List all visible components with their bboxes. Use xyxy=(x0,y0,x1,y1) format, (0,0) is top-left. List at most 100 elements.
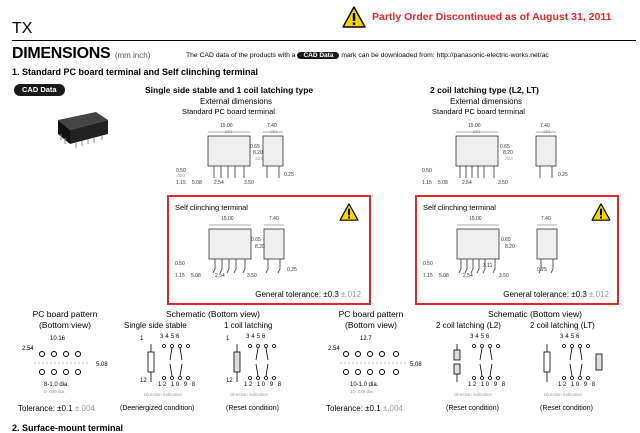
pcb-hole-dia: 8-1.0 dia. xyxy=(44,382,70,388)
r-dim-508: 5.08 xyxy=(438,180,448,186)
r-dim-025: 0.25 xyxy=(558,172,568,178)
self-clinch-box-right: Self clinching terminal 15.00 7.40 0.65 … xyxy=(415,195,619,305)
pcb-holes-right xyxy=(340,351,406,375)
general-tolerance: General tolerance: ±0.3 ±.012 xyxy=(503,290,609,299)
sc-dim-350: 3.50 xyxy=(247,273,257,279)
sc-dim-820: 8.20 xyxy=(255,244,265,250)
sc-dim-254: 2.54 xyxy=(215,273,225,279)
r-dim-height: 7.40 xyxy=(540,123,550,129)
schematic-right-title: Schematic (Bottom view) xyxy=(488,309,582,319)
rsc-dim-width: 15.00 xyxy=(469,216,482,222)
dim-115: 1.15 xyxy=(176,180,186,186)
std-drawing-right: 15.00 .591 7.40 .291 0.65 8.20 .323 0.50… xyxy=(418,122,568,190)
reset-caption-left: (Reset condition) xyxy=(226,405,279,412)
rsc-dim-820: 8.20 xyxy=(505,244,515,250)
dim-height: 7.40 xyxy=(267,123,277,129)
sc-dim-115: 1.15 xyxy=(175,273,185,279)
relay-photo xyxy=(58,112,108,148)
single-side-label: Single side stable xyxy=(124,321,187,330)
sc-dim-width: 15.00 xyxy=(221,216,234,222)
pcb-dim-508: 5.08 xyxy=(96,362,108,368)
warning-icon xyxy=(339,203,359,221)
schematic-lt-svg xyxy=(543,344,603,382)
pcb-pattern-right: 12.7 2.54 5.08 10-1.0 dia. 10-.039 dia. xyxy=(326,336,422,396)
r-dim-820: 8.20 xyxy=(503,150,513,156)
pin-1: 1 xyxy=(226,336,230,342)
r-dim-115: 1.15 xyxy=(422,180,432,186)
rsc-dim-115: 1.15 xyxy=(423,273,433,279)
pcb-tolerance-right: Tolerance: ±0.1 ±.004 xyxy=(326,404,403,413)
pins-bottom-row: 12 10 9 8 xyxy=(158,382,197,388)
right-type-title: 2 coil latching type (L2, LT) xyxy=(430,85,539,95)
r-dim-width: 15.00 xyxy=(468,123,481,129)
rsc-dim-508: 5.08 xyxy=(439,273,449,279)
pins-top-row: 3456 xyxy=(160,334,182,340)
pins-bottom-row: 12 10 9 8 xyxy=(468,382,507,388)
direction-indication: Direction indication xyxy=(454,392,493,397)
sc-dim-025: 0.25 xyxy=(287,267,297,273)
pcb-holes-left xyxy=(34,351,90,375)
pins-top-row: 3456 xyxy=(246,334,268,340)
dim-050-in: .020 xyxy=(176,173,185,178)
self-clinch-label: Self clinching terminal xyxy=(175,203,248,212)
dim-820-in: .323 xyxy=(254,156,263,161)
r-dim-350: 3.50 xyxy=(498,180,508,186)
dim-height-in: .291 xyxy=(269,129,278,134)
r-dim-height-in: .291 xyxy=(542,129,551,134)
dim-350: 3.50 xyxy=(244,180,254,186)
schematic-one-coil: 3456 1 12 12 10 9 8 Direction indication xyxy=(226,334,290,400)
section2-title: 2. Surface-mount terminal xyxy=(12,423,124,433)
left-ext-dim: External dimensions xyxy=(200,97,273,106)
direction-indication: Direction indication xyxy=(544,392,583,397)
pcb-dim-254: 2.54 xyxy=(22,346,34,352)
page-title: DIMENSIONS (mm inch) xyxy=(12,45,151,62)
dim-508: 5.08 xyxy=(192,180,202,186)
schematic-one-coil-svg xyxy=(233,344,276,382)
pin-1: 1 xyxy=(140,336,144,342)
reset-caption-lt: (Reset condition) xyxy=(540,405,593,412)
schematic-single-svg xyxy=(147,344,190,382)
direction-indication: Direction indication xyxy=(230,392,269,397)
right-ext-dim: External dimensions xyxy=(450,97,523,106)
self-clinch-box-left: Self clinching terminal 15.00 7.40 0.65 … xyxy=(167,195,371,305)
rsc-dim-065: 0.65 xyxy=(501,237,511,243)
dim-254: 2.54 xyxy=(214,180,224,186)
dim-820: 8.20 xyxy=(253,150,263,156)
pins-bottom-row: 12 10 9 8 xyxy=(558,382,597,388)
schematic-two-coil-l2: 3456 12 10 9 8 Direction indication xyxy=(448,334,514,400)
pcb-hole-dia: 10-1.0 dia. xyxy=(350,382,379,388)
pcb-pattern-right-title: PC board pattern(Bottom view) xyxy=(338,309,404,330)
deenergized-caption: (Deenergized condition) xyxy=(120,405,195,412)
pcb-tolerance-left: Tolerance: ±0.1 ±.004 xyxy=(18,404,95,413)
r-dim-254: 2.54 xyxy=(462,180,472,186)
sc-dim-050: 0.50 xyxy=(175,261,185,267)
cad-data-badge[interactable]: CAD Data xyxy=(14,84,65,96)
rsc-dim-311: 3.11 xyxy=(483,263,493,269)
rsc-dim-254: 2.54 xyxy=(463,273,473,279)
general-tolerance: General tolerance: ±0.3 ±.012 xyxy=(255,290,361,299)
one-coil-label: 1 coil latching xyxy=(224,321,273,330)
dim-065: 0.65 xyxy=(250,144,260,150)
pcb-pattern-left: 10.16 2.54 5.08 8-1.0 dia. 8-.039 dia. xyxy=(20,336,116,396)
dim-width-in: .591 xyxy=(224,129,233,134)
series-label: TX xyxy=(12,20,33,37)
std-drawing-left-svg xyxy=(207,131,284,178)
dim-050: 0.50 xyxy=(176,168,186,174)
schematic-two-coil-lt: 3456 12 10 9 8 Direction indication xyxy=(540,334,606,400)
pcb-pattern-left-title: PC board pattern(Bottom view) xyxy=(32,309,98,330)
r-dim-820-in: .323 xyxy=(504,156,513,161)
left-type-title: Single side stable and 1 coil latching t… xyxy=(145,85,314,95)
cad-badge: CAD Data xyxy=(297,52,340,59)
cad-download-note: The CAD data of the products with a CAD … xyxy=(186,52,549,59)
section-title: 1. Standard PC board terminal and Self c… xyxy=(12,67,259,77)
rsc-dim-height: 7.40 xyxy=(541,216,551,222)
pcb-hole-dia-in: 8-.039 dia. xyxy=(44,389,66,394)
pcb-hole-dia-in: 10-.039 dia. xyxy=(350,389,374,394)
pcb-dim-127: 12.7 xyxy=(360,336,372,342)
rsc-dim-350: 3.50 xyxy=(499,273,509,279)
discontinued-notice: Partly Order Discontinued as of August 3… xyxy=(372,11,612,23)
dim-width: 15.00 xyxy=(220,123,233,129)
header-divider xyxy=(12,40,636,41)
sc-dim-065: 0.65 xyxy=(251,237,261,243)
schematic-l2-svg xyxy=(453,344,500,382)
